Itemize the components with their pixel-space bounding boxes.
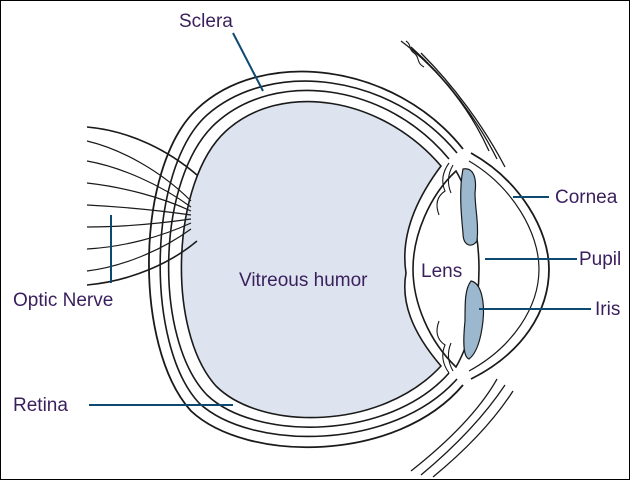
sclera-label: Sclera xyxy=(179,11,233,32)
iris-lower xyxy=(464,281,484,359)
vitreous-humor-label: Vitreous humor xyxy=(239,270,368,291)
iris-upper xyxy=(461,169,478,245)
iris-label: Iris xyxy=(595,299,620,320)
cornea-shape xyxy=(471,153,549,379)
cornea-label: Cornea xyxy=(555,187,618,208)
lens-label: Lens xyxy=(421,261,462,282)
vitreous-humor-region xyxy=(181,102,441,418)
optic-nerve-label: Optic Nerve xyxy=(13,290,113,311)
retina-label: Retina xyxy=(13,395,68,416)
pupil-label: Pupil xyxy=(579,249,621,270)
sclera-leader xyxy=(233,33,263,91)
